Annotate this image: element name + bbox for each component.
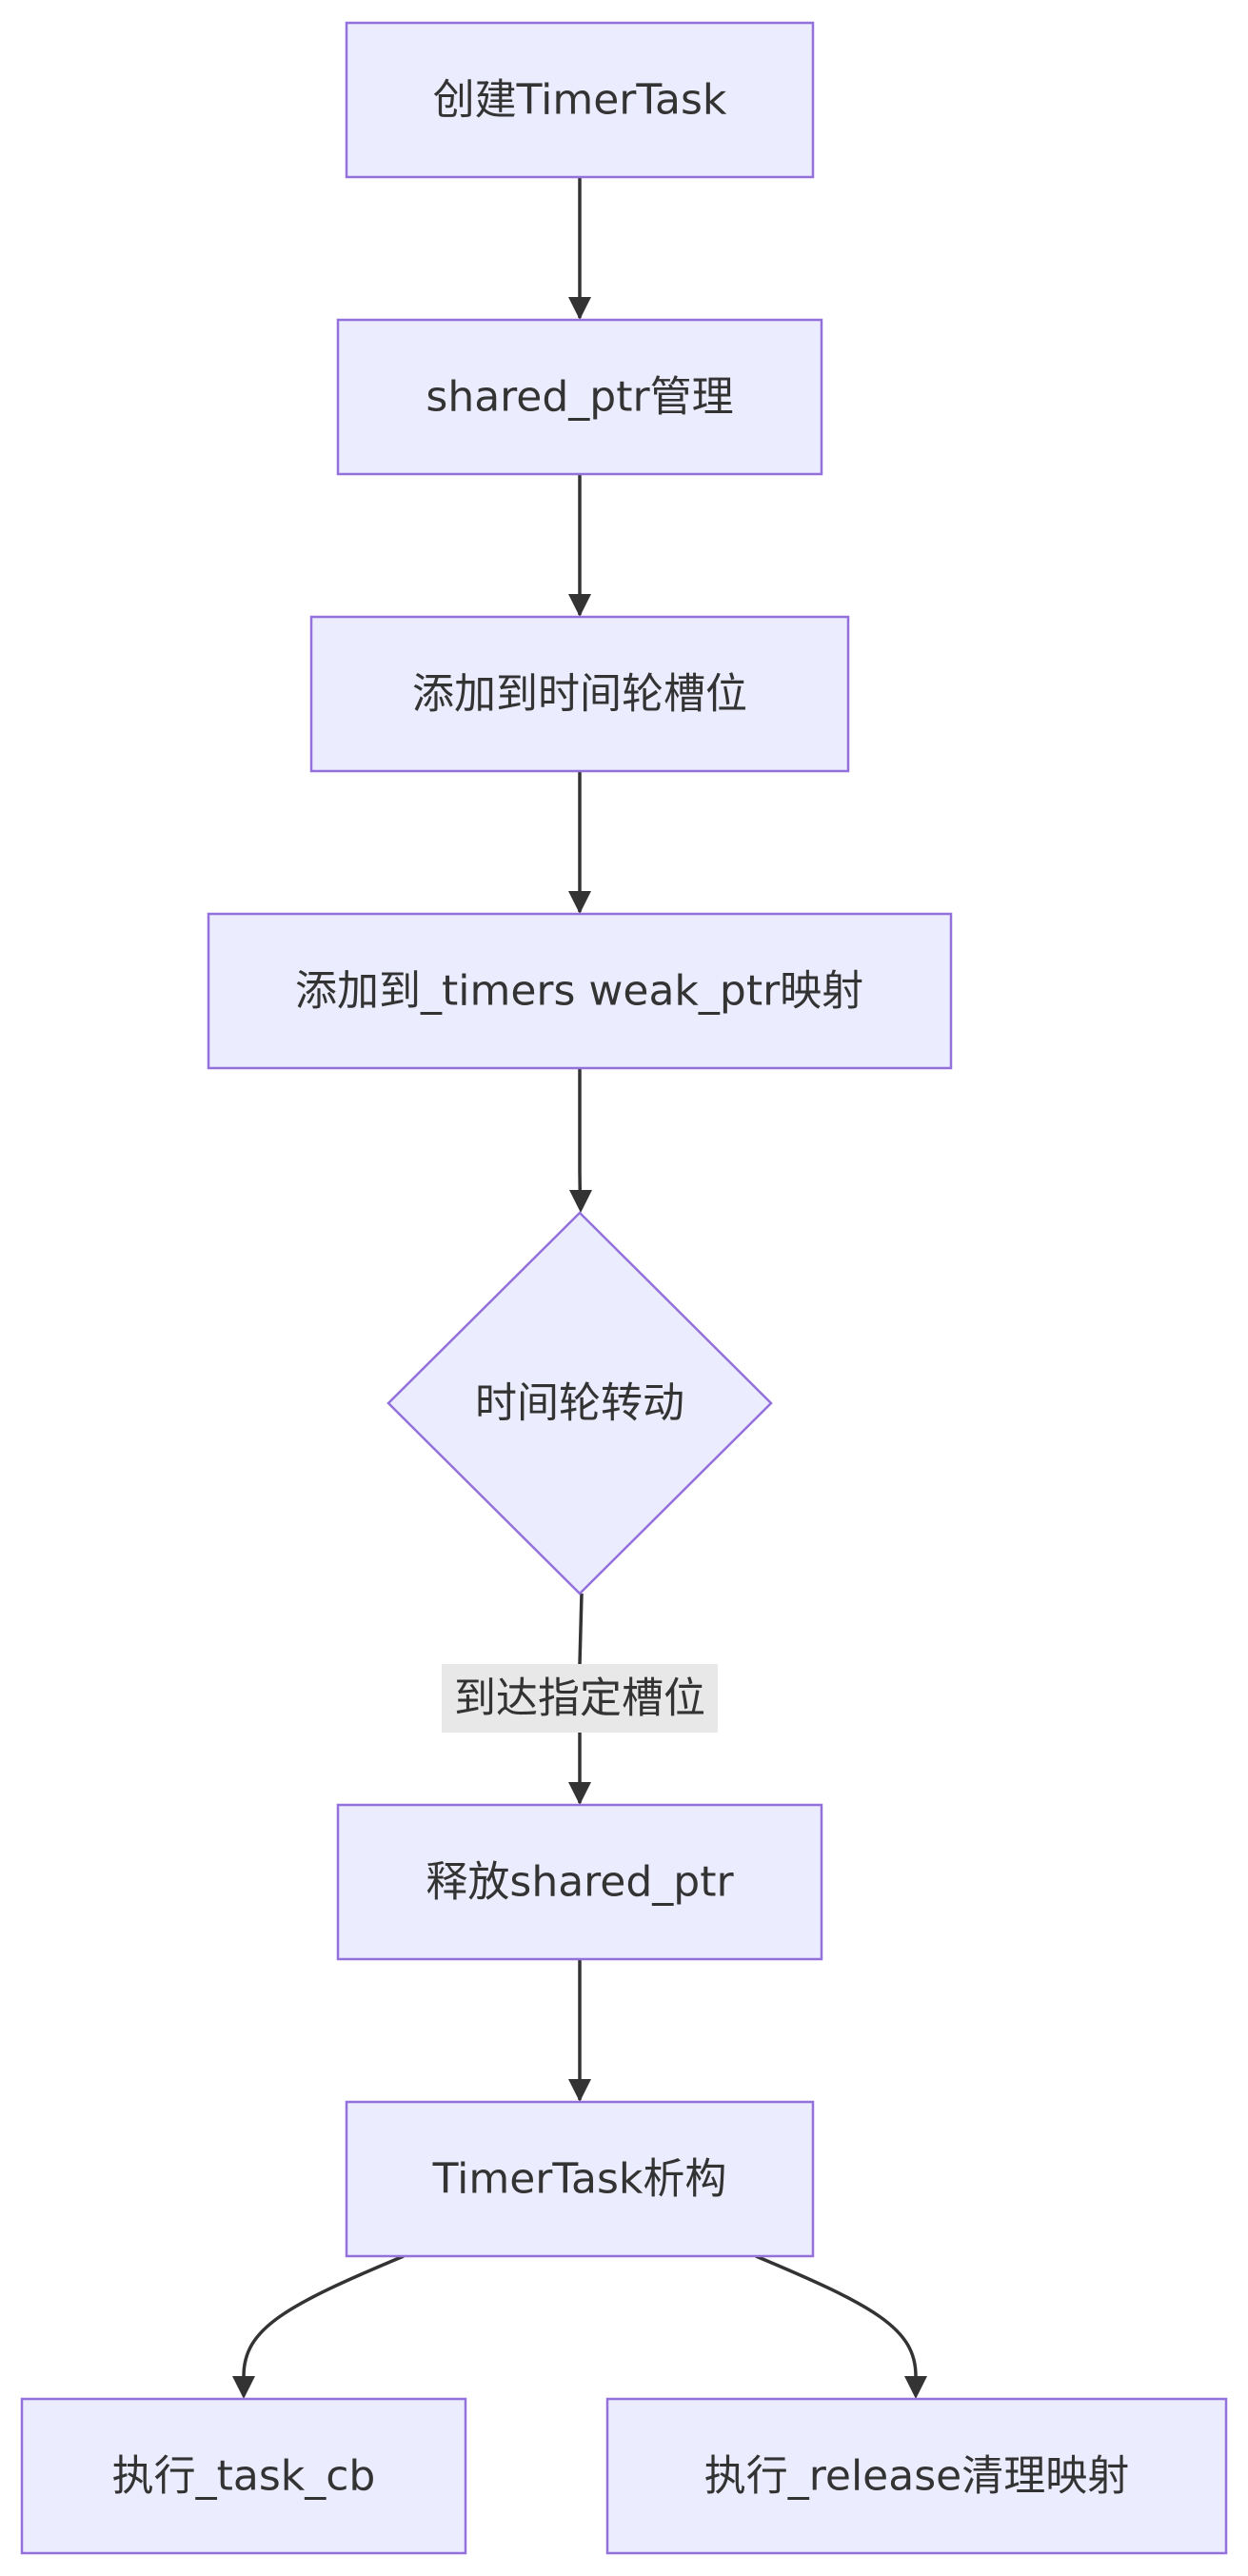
node-add-slot[interactable]: 添加到时间轮槽位 bbox=[309, 615, 850, 773]
node-label: 执行_task_cb bbox=[112, 2452, 376, 2501]
node-label: 时间轮转动 bbox=[475, 1379, 684, 1428]
node-rotate-decision[interactable]: 时间轮转动 bbox=[386, 1211, 773, 1595]
node-release[interactable]: 释放shared_ptr bbox=[336, 1803, 823, 1961]
node-shared-ptr[interactable]: shared_ptr管理 bbox=[336, 318, 823, 476]
node-label: shared_ptr管理 bbox=[426, 373, 733, 422]
edge-addtimers-rotate bbox=[578, 1068, 583, 1210]
edge-label-text: 到达指定槽位 bbox=[454, 1674, 705, 1723]
edge-destruct-exectask bbox=[242, 2254, 405, 2395]
node-exec-release[interactable]: 执行_release清理映射 bbox=[605, 2397, 1228, 2555]
edge-label: 到达指定槽位 bbox=[442, 1664, 718, 1733]
node-create[interactable]: 创建TimerTask bbox=[345, 21, 815, 179]
node-label: TimerTask析构 bbox=[432, 2155, 727, 2204]
arrowhead bbox=[568, 594, 591, 617]
arrowhead bbox=[904, 2376, 927, 2399]
node-label: 释放shared_ptr bbox=[426, 1858, 734, 1907]
arrowhead bbox=[232, 2376, 255, 2399]
arrowhead bbox=[568, 891, 591, 914]
node-exec-task[interactable]: 执行_task_cb bbox=[20, 2397, 467, 2555]
arrowhead bbox=[569, 1190, 592, 1213]
node-destruct[interactable]: TimerTask析构 bbox=[345, 2100, 815, 2258]
arrowhead bbox=[568, 2079, 591, 2102]
node-label: 执行_release清理映射 bbox=[704, 2452, 1129, 2501]
node-add-timers[interactable]: 添加到_timers weak_ptr映射 bbox=[207, 912, 953, 1070]
node-label: 添加到时间轮槽位 bbox=[412, 670, 747, 719]
arrowhead bbox=[568, 1782, 591, 1805]
node-label: 创建TimerTask bbox=[433, 76, 727, 125]
edges bbox=[232, 177, 927, 2399]
arrowhead bbox=[568, 297, 591, 320]
node-label: 添加到_timers weak_ptr映射 bbox=[295, 967, 863, 1016]
edge-destruct-execrelease bbox=[755, 2254, 918, 2395]
